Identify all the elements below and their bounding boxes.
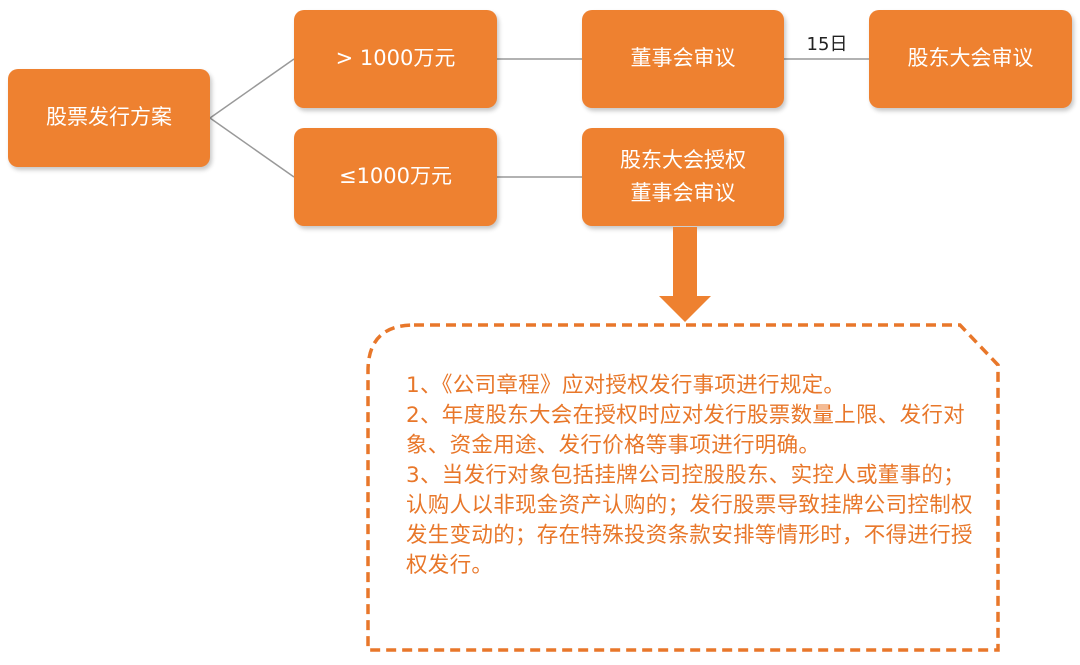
node-shareholder-authorization: 股东大会授权 董事会审议 [582,128,784,226]
notes-text: 1、《公司章程》应对授权发行事项进行规定。 2、年度股东大会在授权时应对发行股票… [406,371,986,581]
connector-plan-to-under [209,117,295,178]
node-label: ≤1000万元 [338,164,453,189]
notes-callout-border [366,323,1000,652]
edge-label-15-days: 15日 [806,34,848,55]
node-label: > 1000万元 [335,46,456,71]
node-label-line1: 股东大会授权 [620,147,746,172]
note-item-3: 3、当发行对象包括挂牌公司控股股东、实控人或董事的；认购人以非现金资产认购的；发… [406,463,973,578]
notes-callout: 1、《公司章程》应对授权发行事项进行规定。 2、年度股东大会在授权时应对发行股票… [366,323,1000,653]
node-label: 股东大会审议 [907,46,1034,71]
node-label-line2: 董事会审议 [630,181,736,205]
connector-plan-to-over [209,58,295,119]
node-under-10-million: ≤1000万元 [294,128,497,226]
node-shareholder-review: 股东大会审议 [869,10,1072,108]
node-label: 股票发行方案 [46,105,172,130]
node-board-review: 董事会审议 [582,10,784,108]
note-item-2: 2、年度股东大会在授权时应对发行股票数量上限、发行对象、资金用途、发行价格等事项… [406,403,965,458]
node-label: 董事会审议 [630,46,736,71]
note-item-1: 1、《公司章程》应对授权发行事项进行规定。 [406,373,846,398]
node-over-10-million: > 1000万元 [294,10,497,108]
node-share-issuance-plan: 股票发行方案 [8,69,210,167]
